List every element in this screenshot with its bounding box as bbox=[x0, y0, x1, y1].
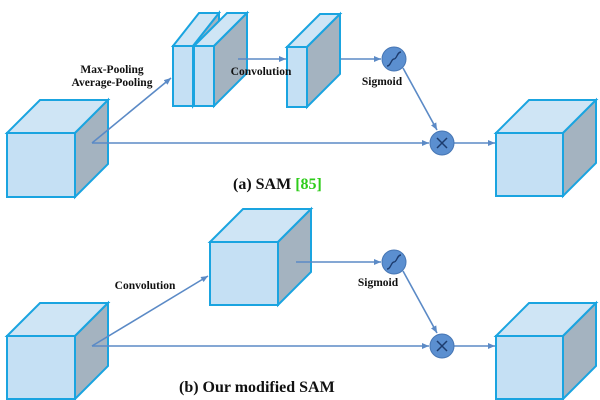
convolution-label-a: Convolution bbox=[231, 66, 292, 78]
cube-front-face bbox=[6, 132, 76, 198]
pooling-arrow bbox=[91, 77, 172, 144]
cube-front-face bbox=[6, 335, 76, 400]
cube-front-face bbox=[495, 132, 564, 197]
sigmoid-to-multiply-arrow-a bbox=[402, 67, 438, 131]
output-feature-cube-b bbox=[493, 300, 599, 400]
output-feature-cube-a bbox=[493, 97, 599, 199]
caption-b: (b) Our modified SAM bbox=[179, 379, 335, 396]
conv-output-map-a bbox=[284, 11, 343, 110]
cube-front-face bbox=[172, 45, 194, 107]
multiply-icon bbox=[436, 340, 448, 352]
cube-front-face bbox=[495, 335, 564, 400]
panel-b: Convolution Sigmoid (b) Our modified SAM bbox=[4, 206, 599, 400]
sigmoid-label-b: Sigmoid bbox=[358, 277, 399, 289]
panel-a: Max-Pooling Average-Pooling Convolution … bbox=[4, 10, 599, 200]
sigmoid-label-a: Sigmoid bbox=[362, 76, 403, 88]
average-pooling-label: Average-Pooling bbox=[72, 77, 153, 89]
convolution-label-b: Convolution bbox=[115, 280, 176, 292]
conv-output-cube-b bbox=[207, 206, 314, 308]
cube-front-face bbox=[286, 46, 308, 108]
max-pooling-label: Max-Pooling bbox=[80, 64, 143, 76]
caption-a: (a) SAM [85] bbox=[233, 176, 322, 193]
sigmoid-icon bbox=[386, 254, 402, 270]
sigmoid-to-multiply-arrow-b bbox=[402, 270, 438, 334]
multiply-node-b bbox=[429, 333, 455, 359]
avg-pool-map bbox=[191, 10, 250, 109]
cube-front-face bbox=[193, 45, 215, 107]
sigmoid-node-a bbox=[381, 46, 407, 72]
sigmoid-node-b bbox=[381, 249, 407, 275]
input-feature-cube-b bbox=[4, 300, 111, 400]
caption-a-citation[interactable]: [85] bbox=[295, 176, 322, 193]
multiply-icon bbox=[436, 137, 448, 149]
cube-front-face bbox=[209, 241, 279, 306]
caption-a-text: (a) SAM bbox=[233, 176, 295, 193]
multiply-node-a bbox=[429, 130, 455, 156]
input-feature-cube-a bbox=[4, 97, 111, 200]
sigmoid-icon bbox=[386, 51, 402, 67]
conv-arrow-b bbox=[91, 275, 209, 347]
